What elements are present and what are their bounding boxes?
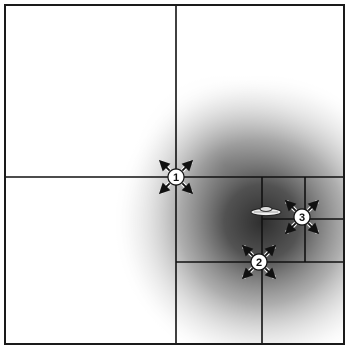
marker-1-label: 1 [173, 172, 179, 184]
marker-2-label: 2 [256, 257, 262, 269]
marker-3-label: 3 [299, 212, 305, 224]
